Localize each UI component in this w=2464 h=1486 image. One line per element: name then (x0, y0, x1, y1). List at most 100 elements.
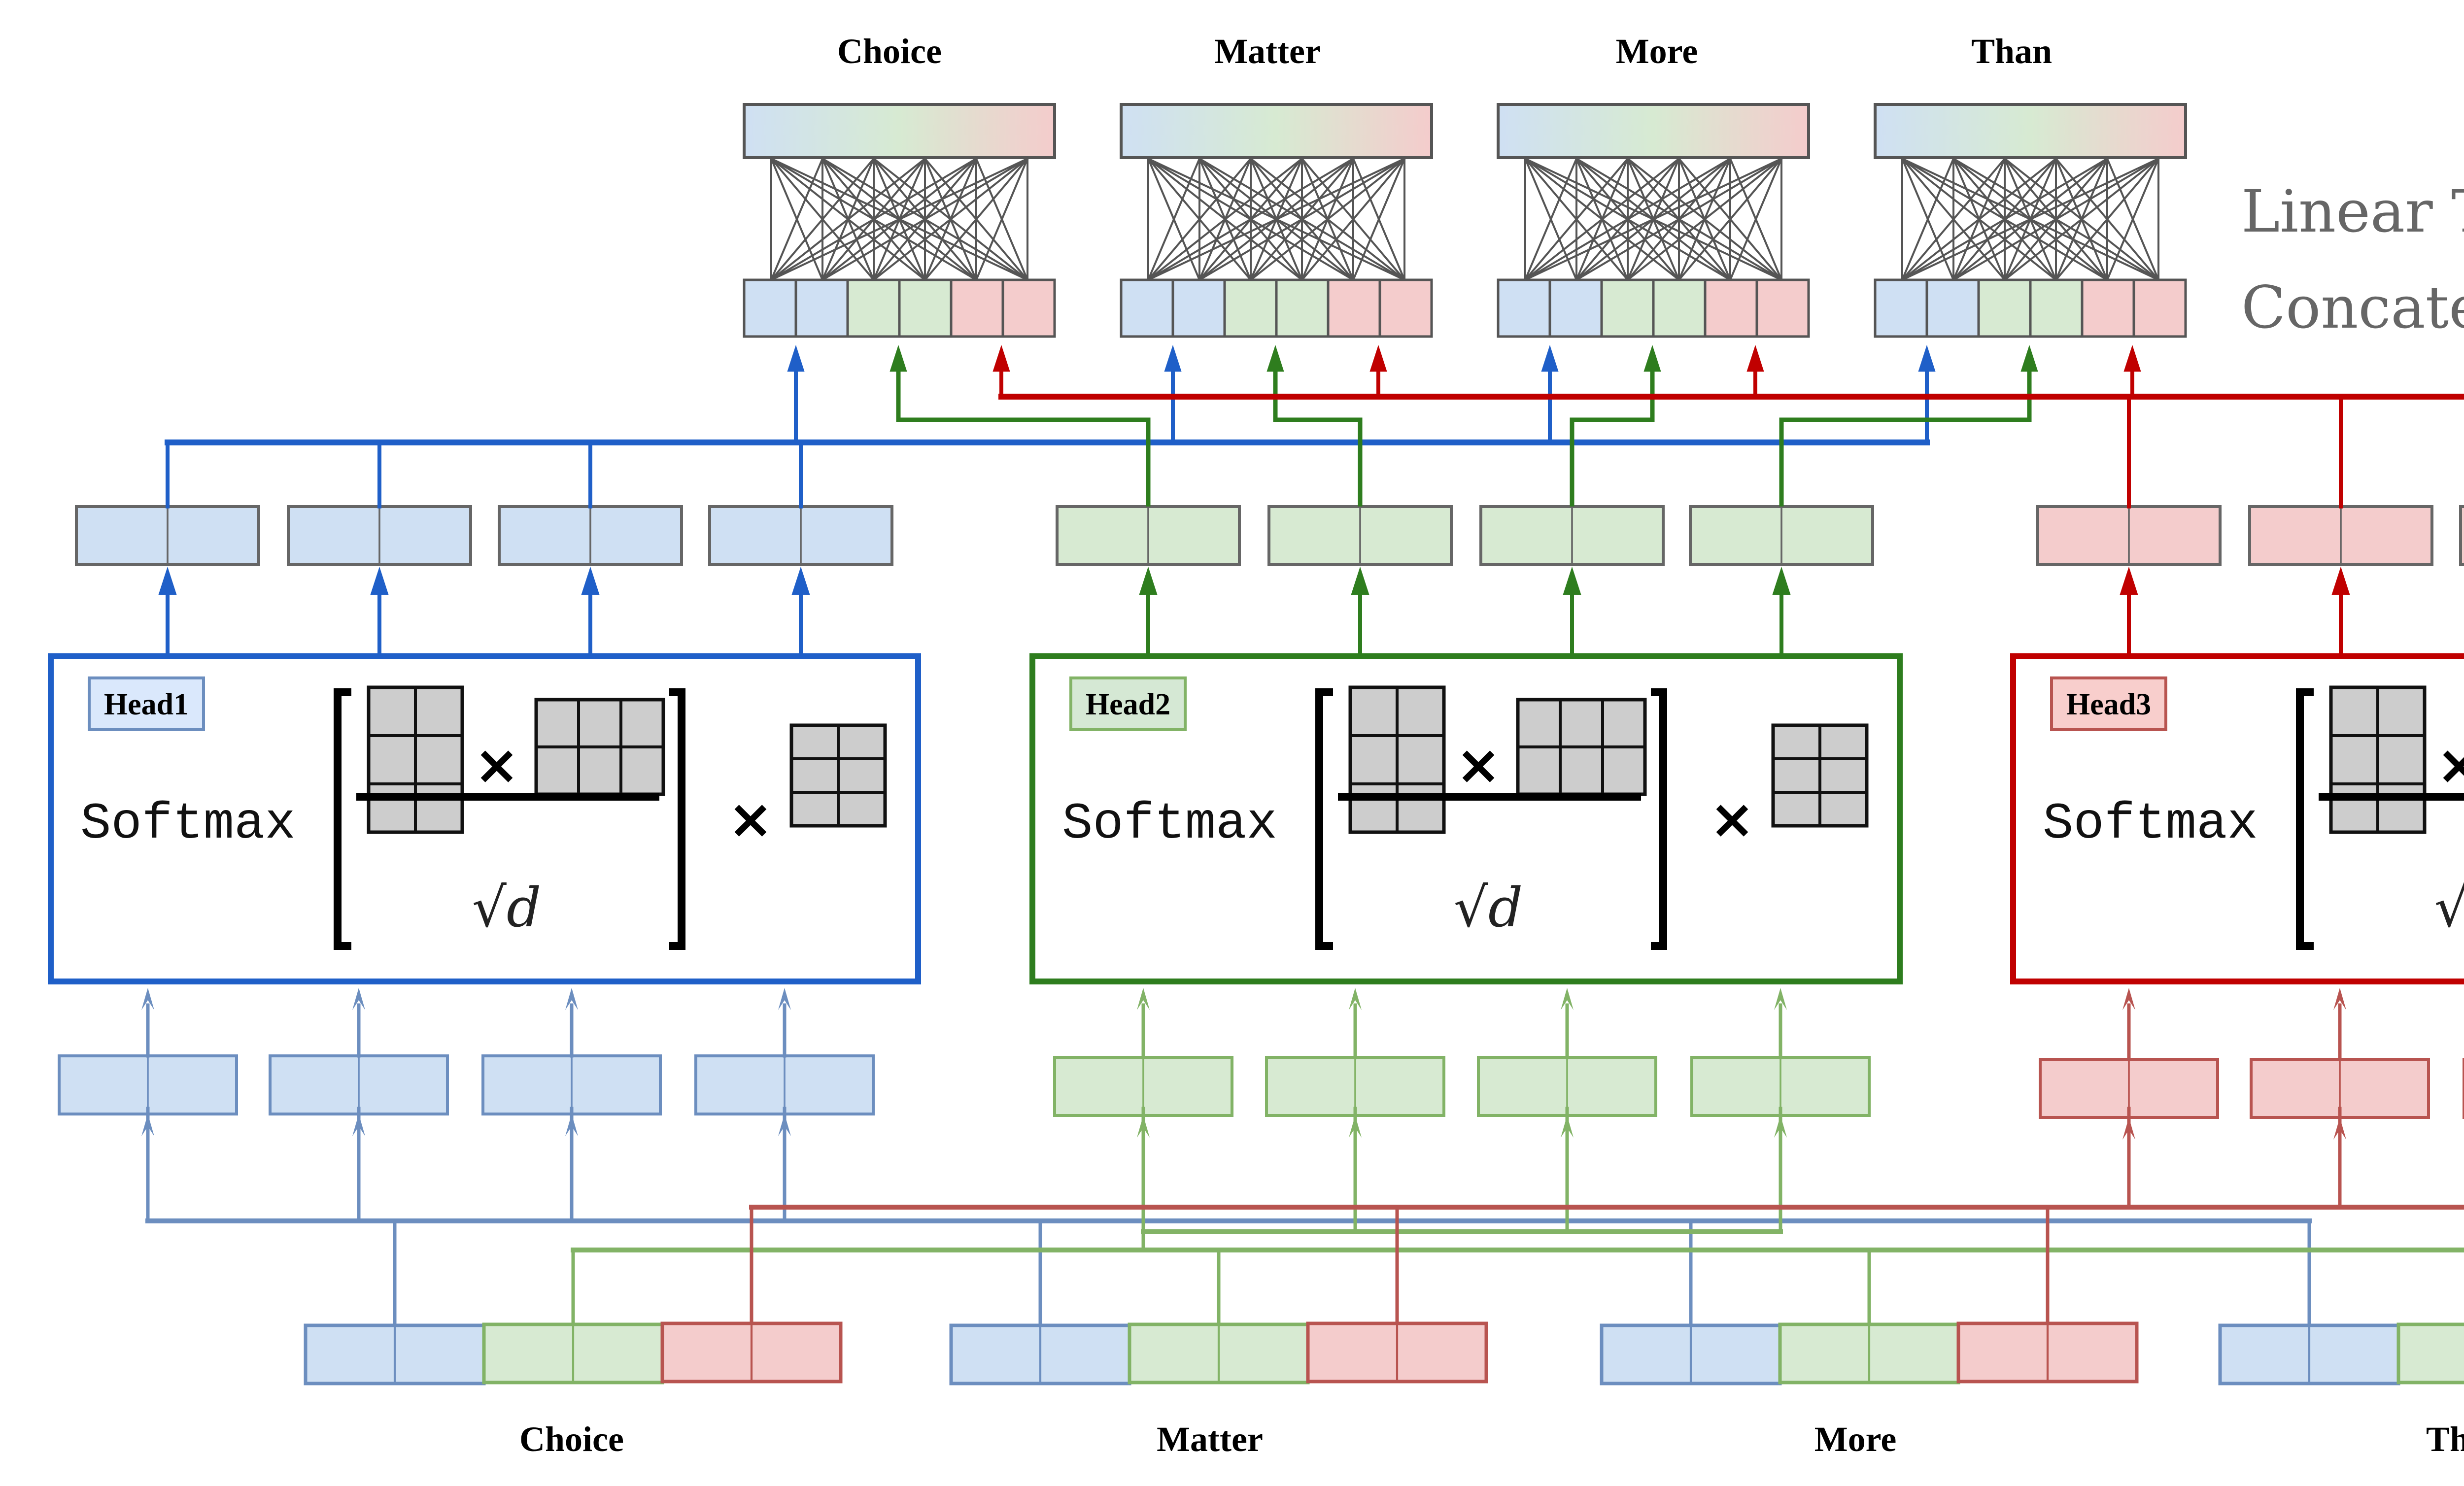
input-segment-red (660, 1321, 843, 1384)
output-word-0: Choice (837, 32, 942, 71)
input-word-3: Than (2426, 1419, 2464, 1459)
head1-output-vector-1 (287, 505, 472, 566)
concat-cell (1120, 278, 1174, 338)
query-matrix (2329, 685, 2427, 834)
arrow-up-icon (1563, 567, 1581, 595)
input-embedding-3 (2218, 1322, 2464, 1385)
fully-connected-weights (1147, 157, 1406, 281)
concat-cell (1327, 278, 1381, 338)
arrow-up-icon (787, 345, 805, 372)
arrow-up-icon (2123, 345, 2141, 372)
head3-output-vector-0 (2036, 505, 2222, 566)
weight-line (1198, 157, 1406, 281)
head1-projection-vector-1 (269, 1054, 449, 1115)
weight-line (1575, 157, 1783, 281)
input-word-labels: Choice Matter More Than (519, 1419, 2464, 1459)
left-bracket (2296, 688, 2314, 950)
weight-line (1677, 157, 1783, 281)
head3-label-box (2050, 676, 2167, 731)
value-matrix (1771, 723, 1869, 828)
input-segment-blue (2218, 1323, 2400, 1385)
weight-line (770, 157, 926, 281)
input-segment-blue (949, 1323, 1131, 1385)
concat-cell (1497, 278, 1551, 338)
fully-connected-weights (1901, 157, 2160, 281)
fully-connected-weights (1524, 157, 1783, 281)
input-segment-red (1306, 1321, 1488, 1384)
weight-line (821, 157, 1029, 281)
input-embedding-2 (1600, 1321, 2139, 1385)
weight-line (1901, 157, 2109, 281)
linear-block-3 (1874, 103, 2187, 338)
fully-connected-weights (770, 157, 1029, 281)
head2-route (1273, 370, 1363, 507)
input-segment-green (1778, 1322, 1960, 1385)
arrow-up-icon (2122, 988, 2135, 1010)
head1-label: Head1 (104, 688, 189, 721)
head1-projection-vector-2 (481, 1054, 662, 1115)
weight-line (1729, 157, 1783, 281)
linear-block-1 (1120, 103, 1433, 338)
weight-line (924, 157, 1029, 281)
arrow-up-icon (2331, 567, 2350, 595)
head3-output-vector-2 (2459, 505, 2464, 566)
multiply-icon: × (474, 733, 519, 796)
key-transpose-matrix (1516, 698, 1647, 796)
weight-line (1626, 157, 1783, 281)
head2-projection-vector-1 (1265, 1056, 1445, 1117)
linear-output-vector (1497, 103, 1810, 159)
arrow-up-icon (1918, 345, 1936, 372)
arrow-up-icon (1561, 988, 1574, 1010)
weight-line (770, 157, 824, 281)
weight-line (770, 157, 875, 281)
head2-route (1779, 370, 2032, 507)
arrow-up-icon (1351, 567, 1369, 595)
output-word-3: Than (1971, 32, 2052, 71)
input-segment-green (2396, 1322, 2464, 1385)
head1-output-vector-3 (708, 505, 893, 566)
weight-line (1524, 157, 1578, 281)
concat-cell (1548, 278, 1603, 338)
weight-line (1147, 157, 1406, 281)
fraction-bar (1338, 793, 1641, 801)
head2-route (1570, 370, 1655, 507)
multiply-icon: × (1456, 733, 1501, 796)
weight-line (872, 157, 1029, 281)
arrow-up-icon (158, 567, 177, 595)
arrow-up-icon (1369, 345, 1387, 372)
arrow-up-icon (1774, 988, 1787, 1010)
weight-line (1524, 157, 1783, 281)
key-transpose-matrix (534, 698, 665, 796)
weight-line (1352, 157, 1406, 281)
arrow-up-icon (890, 345, 907, 372)
linear-output-vector (1874, 103, 2187, 159)
head2-label: Head2 (1086, 688, 1170, 721)
value-matrix (789, 723, 887, 828)
concat-cell (1275, 278, 1330, 338)
weight-line (1300, 157, 1406, 281)
concat-cell (2029, 278, 2084, 338)
fraction-bar (356, 793, 659, 801)
arrow-up-icon (141, 988, 154, 1010)
arrow-up-icon (2020, 345, 2038, 372)
output-word-labels: Choice Matter More Than (837, 32, 2052, 71)
arrow-up-icon (581, 567, 600, 595)
concat-cell (1704, 278, 1758, 338)
concat-cell (1652, 278, 1707, 338)
concat-cell (1001, 278, 1056, 338)
weight-line (2003, 157, 2160, 281)
right-bracket (669, 688, 685, 950)
head2-projection-vector-3 (1690, 1056, 1871, 1117)
arrow-up-icon (791, 567, 810, 595)
sqrt-d: √d (472, 876, 542, 939)
legend-linear-transformation: Linear Transformation (2241, 177, 2464, 245)
head2-output-vector-0 (1056, 505, 1241, 566)
concat-cell (1755, 278, 1810, 338)
arrow-up-icon (2333, 988, 2346, 1010)
concat-cell (743, 278, 797, 338)
weight-line (1524, 157, 1732, 281)
concat-cell (2081, 278, 2135, 338)
concat-cell (1378, 278, 1433, 338)
attention-heads: Head1Softmax×√d×Head2Softmax×√d×Head3Sof… (48, 653, 2464, 984)
